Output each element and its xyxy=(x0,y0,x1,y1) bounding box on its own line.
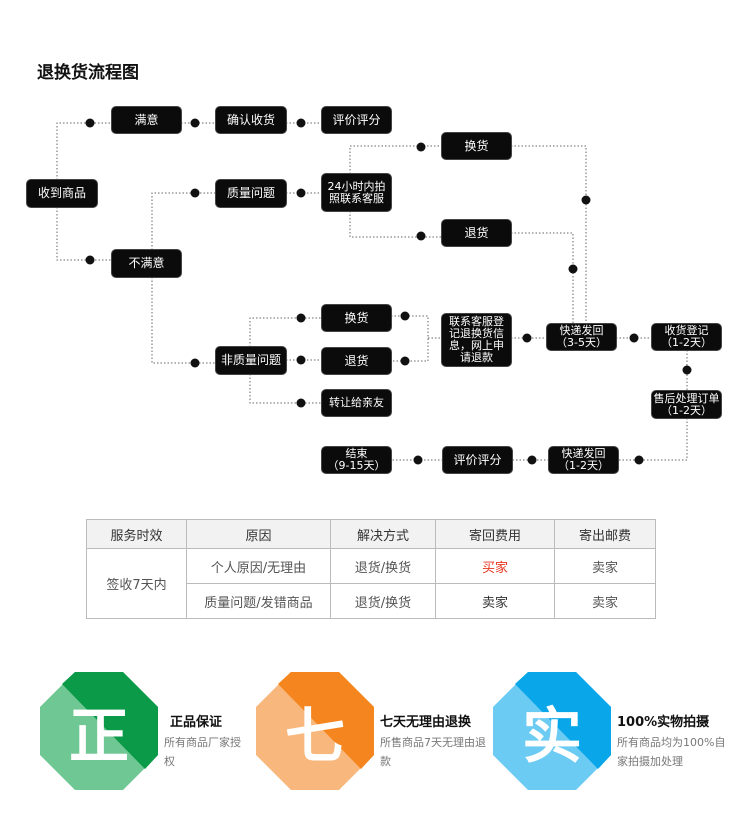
cell-solution: 退货/换货 xyxy=(330,548,436,584)
node-return-mid: 退货 xyxy=(322,348,391,374)
header-send-cost: 寄出邮费 xyxy=(554,519,656,549)
node-exchange-top: 换货 xyxy=(442,133,511,159)
badge-char: 实 xyxy=(522,701,582,772)
node-return-top: 退货 xyxy=(442,220,511,246)
node-review-bottom: 评价评分 xyxy=(443,447,512,473)
header-return-cost: 寄回费用 xyxy=(435,519,555,549)
cell-reason: 个人原因/无理由 xyxy=(186,548,331,584)
cell-solution: 退货/换货 xyxy=(330,583,436,619)
cell-send-cost: 卖家 xyxy=(554,583,656,619)
table-row: 质量问题/发错商品 退货/换货 卖家 卖家 xyxy=(87,583,656,619)
genuine-badge-icon: 正 xyxy=(40,672,158,790)
return-policy-table: 服务时效 原因 解决方式 寄回费用 寄出邮费 签收7天内 个人原因/无理由 退货… xyxy=(86,519,656,619)
node-contact24: 24小时内拍 照联系客服 xyxy=(322,174,391,211)
node-confirm: 确认收货 xyxy=(216,107,286,133)
node-register: 联系客服登 记退换货信 息，网上申 请退款 xyxy=(442,314,511,366)
badge-char: 七 xyxy=(285,701,345,772)
node-nonquality: 非质量问题 xyxy=(216,347,286,374)
feature-title: 七天无理由退换 xyxy=(380,715,472,730)
feature-title: 100%实物拍摄 xyxy=(617,715,710,730)
table-row: 签收7天内 个人原因/无理由 退货/换货 买家 卖家 xyxy=(86,548,656,619)
node-unsatisfied: 不满意 xyxy=(112,250,181,277)
node-quality: 质量问题 xyxy=(216,180,286,207)
node-review-top: 评价评分 xyxy=(322,107,391,133)
cell-send-cost: 卖家 xyxy=(554,548,656,584)
feature-desc: 所有商品厂家授权 xyxy=(164,736,241,768)
node-after-sale: 售后处理订单 （1-2天） xyxy=(652,391,721,418)
cell-return-cost: 卖家 xyxy=(435,583,555,619)
node-ship-back: 快递发回 （3-5天） xyxy=(547,324,616,350)
node-end: 结束 （9-15天） xyxy=(322,447,391,473)
feature-desc: 所售商品7天无理由退款 xyxy=(380,736,486,768)
header-solution: 解决方式 xyxy=(330,519,436,549)
badge-char: 正 xyxy=(69,701,129,772)
cell-return-cost: 买家 xyxy=(435,548,555,584)
feature-desc: 所有商品均为100%自家拍摄加处理 xyxy=(617,736,726,768)
node-satisfied: 满意 xyxy=(112,107,181,133)
node-receive-register: 收货登记 （1-2天） xyxy=(652,324,721,350)
flow-connectors xyxy=(56,118,692,465)
page-title: 退换货流程图 xyxy=(37,63,139,83)
node-ship-out: 快递发回 （1-2天） xyxy=(549,447,618,473)
arrow-markers xyxy=(85,118,692,465)
node-transfer: 转让给亲友 xyxy=(322,390,391,416)
node-received: 收到商品 xyxy=(27,180,97,207)
seven-day-badge-icon: 七 xyxy=(256,672,374,790)
table-header-row: 服务时效 原因 解决方式 寄回费用 寄出邮费 xyxy=(86,519,656,549)
header-reason: 原因 xyxy=(186,519,331,549)
real-photo-badge-icon: 实 xyxy=(493,672,611,790)
cell-period: 签收7天内 xyxy=(86,548,187,619)
header-period: 服务时效 xyxy=(86,519,187,549)
node-exchange-mid: 换货 xyxy=(322,305,391,331)
cell-reason: 质量问题/发错商品 xyxy=(186,583,331,619)
feature-title: 正品保证 xyxy=(170,715,223,730)
